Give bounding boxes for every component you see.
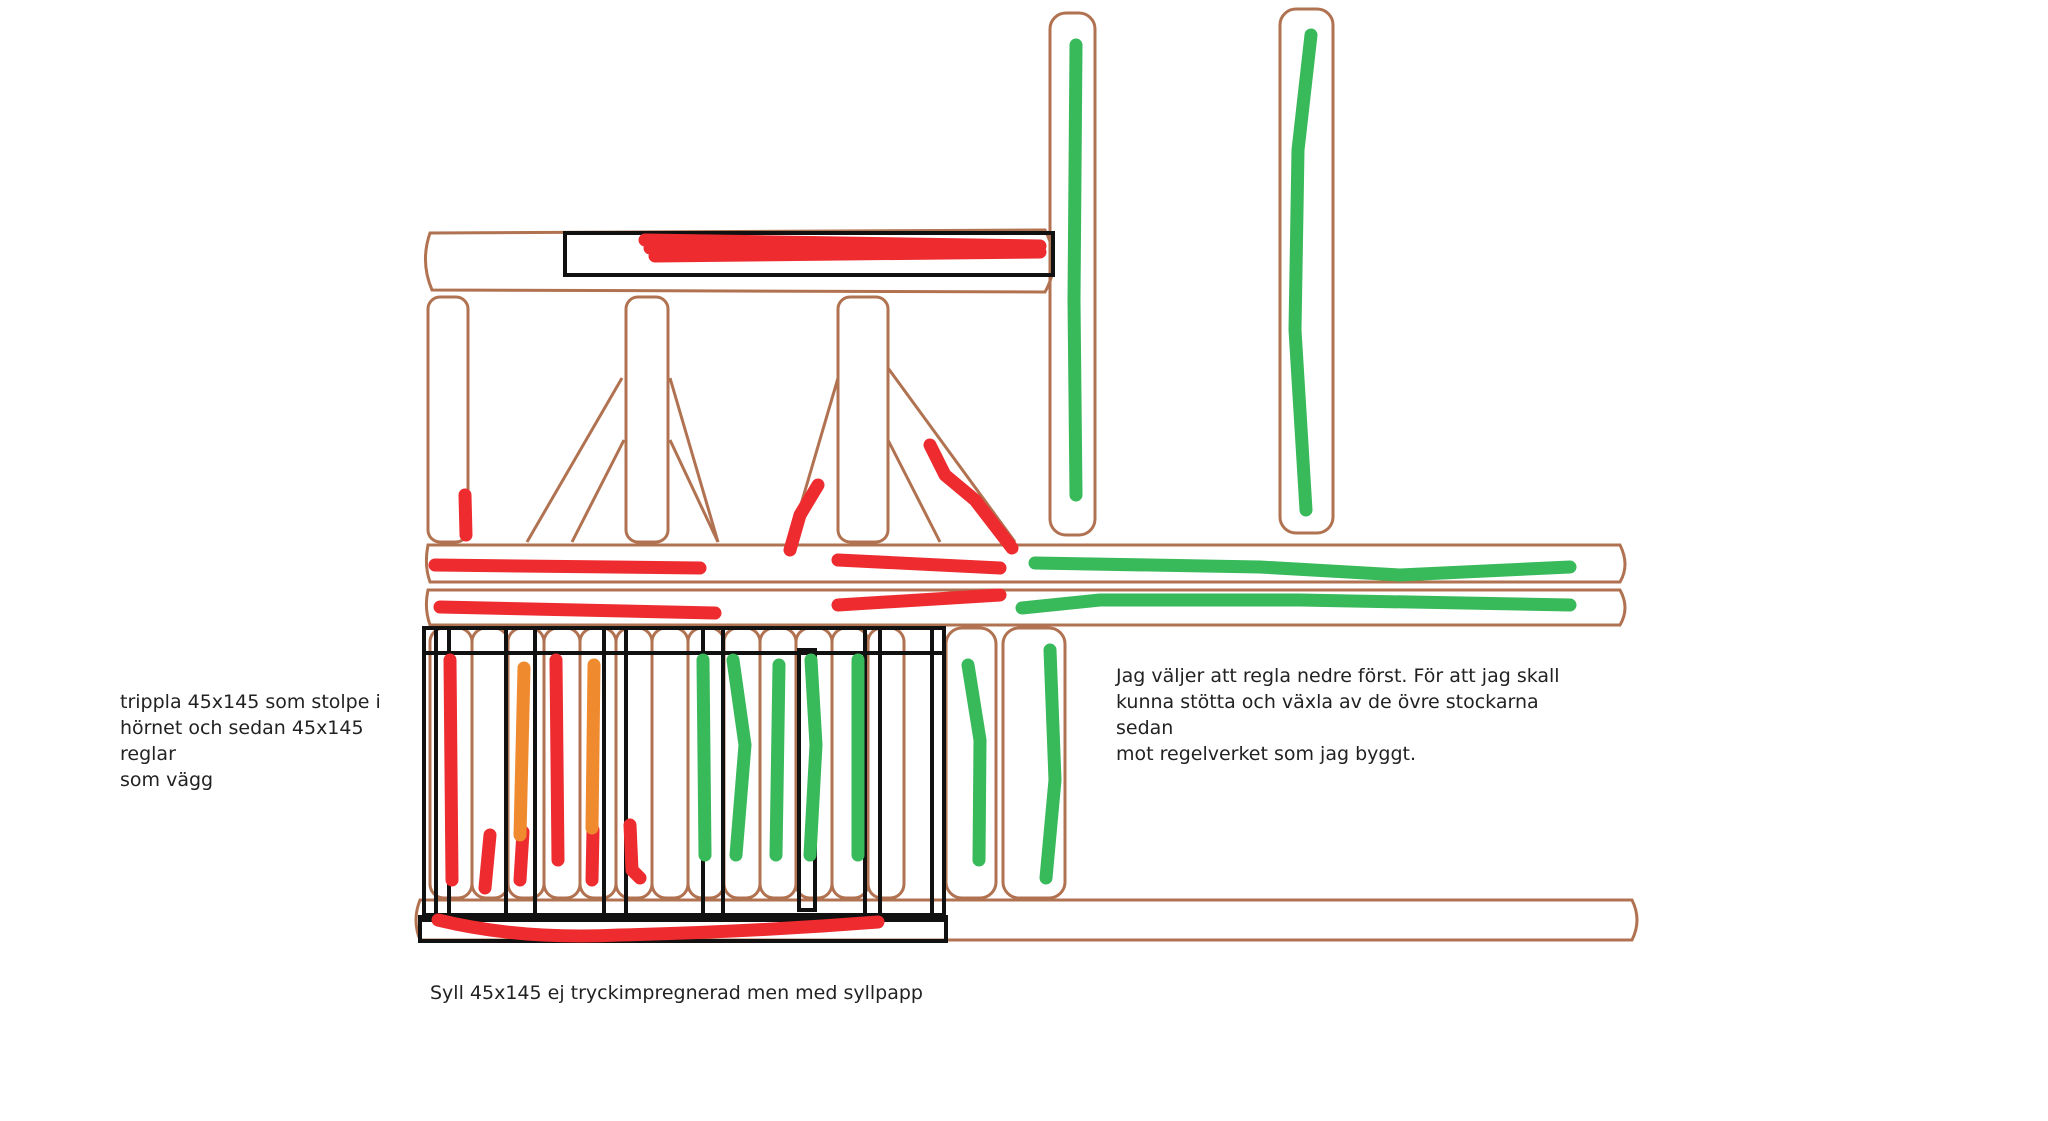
top-plate-box [563, 231, 1055, 277]
green-log-2 [1015, 593, 1577, 615]
sill-note: Syll 45x145 ej tryckimpregnerad men med … [430, 982, 923, 1004]
red-top-plate [638, 233, 1047, 263]
lower-stud-7 [650, 626, 690, 900]
green-stud-7 [1039, 643, 1062, 885]
red-short-1 [458, 488, 473, 542]
horizontal-logs [414, 543, 1639, 942]
red-log-2b [831, 588, 1007, 612]
upper-post-3 [836, 295, 890, 544]
green-vertical-log-2 [1288, 28, 1318, 517]
green-stud-2 [726, 653, 752, 862]
orange-stud-2 [585, 658, 601, 835]
sill-log [414, 898, 1639, 942]
brace-2a [668, 377, 720, 543]
red-log-2a [433, 600, 722, 620]
green-stud-1 [696, 653, 712, 862]
red-stud-6 [623, 818, 647, 885]
orange-marks [513, 658, 601, 842]
orange-stud-1 [513, 661, 531, 842]
red-stud-1 [443, 653, 459, 887]
green-stud-6 [961, 658, 987, 867]
green-stud-3 [769, 658, 786, 862]
brace-3c [886, 439, 942, 543]
red-stud-2 [478, 828, 497, 895]
brace-1b [570, 439, 626, 543]
green-vertical-log-1 [1067, 38, 1083, 502]
red-stud-4 [549, 653, 565, 867]
brace-3b [886, 367, 1017, 543]
lower-stud-15 [1001, 626, 1067, 900]
lower-stud-13 [866, 626, 906, 900]
red-sill [431, 913, 885, 943]
green-marks [696, 28, 1577, 885]
framing-plan-note: Jag väljer att regla nedre först. För at… [1116, 665, 1560, 765]
brace-2b [668, 439, 720, 543]
upper-post-1 [426, 295, 470, 544]
red-short-2 [783, 478, 825, 557]
red-log-1a [428, 558, 707, 575]
green-stud-4 [803, 653, 823, 862]
corner-post-note: trippla 45x145 som stolpe i hörnet och s… [120, 691, 381, 791]
red-marks [428, 233, 1047, 943]
middle-log-1 [424, 543, 1627, 584]
upper-post-2 [624, 295, 670, 544]
green-log-1 [1028, 556, 1577, 582]
red-short-3 [923, 438, 1019, 555]
red-log-1b [831, 553, 1007, 575]
frame-outer [422, 626, 946, 922]
vertical-log-2 [1278, 7, 1335, 535]
red-stud-5 [585, 823, 600, 887]
middle-log-2 [424, 588, 1627, 627]
brace-1a [525, 377, 624, 543]
